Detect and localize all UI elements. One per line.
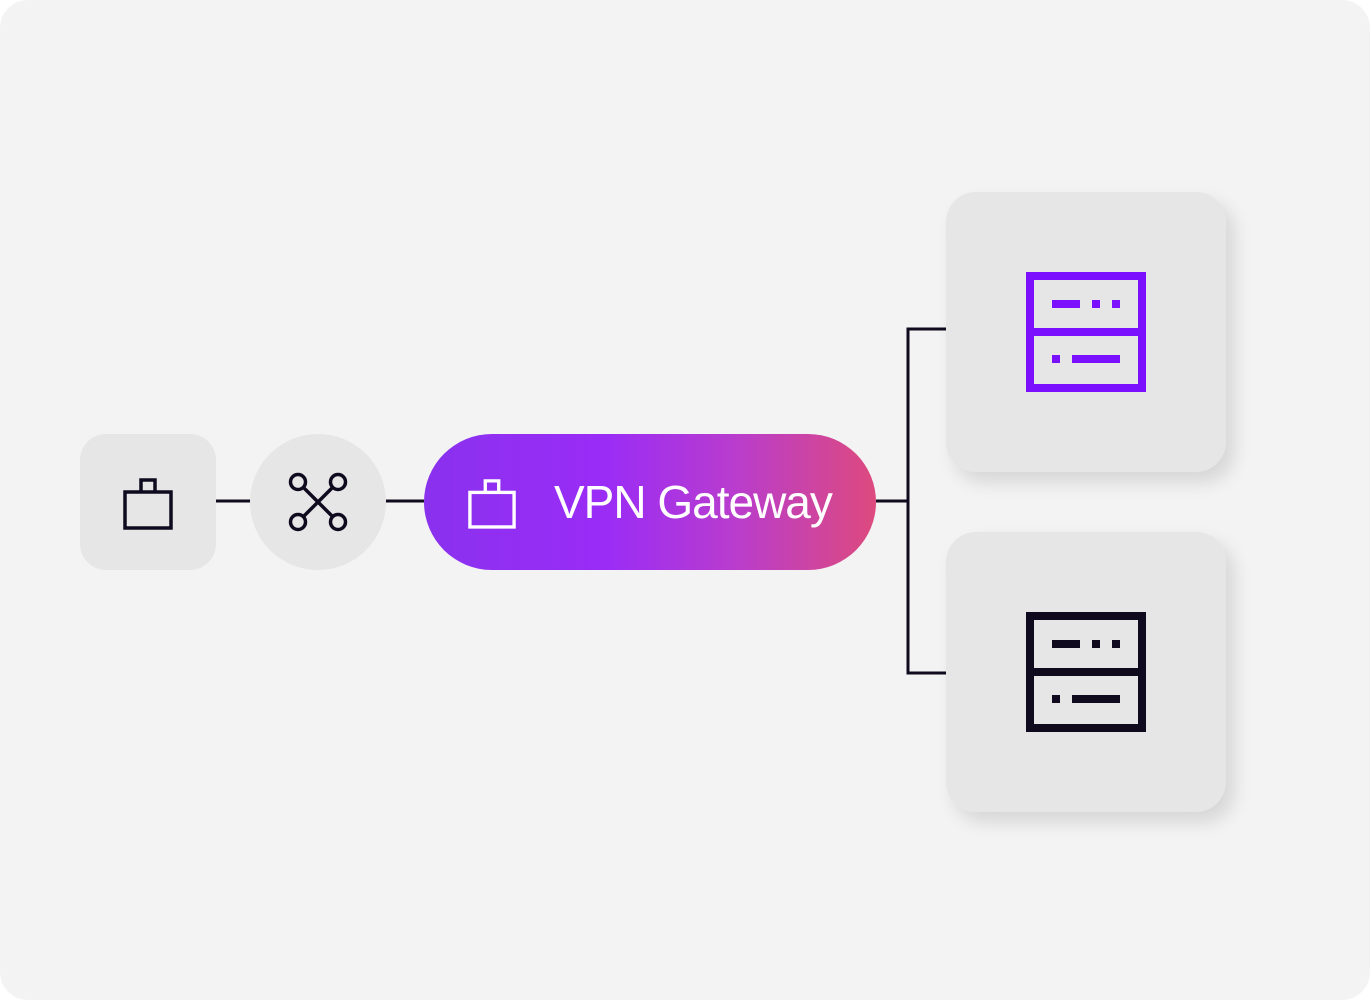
gateway-label: VPN Gateway — [554, 476, 833, 528]
vpn-gateway-node: VPN Gateway — [424, 434, 876, 570]
server-icon — [1026, 272, 1146, 392]
client-lock-node — [80, 434, 216, 570]
lock-icon — [123, 478, 173, 530]
server-icon — [1026, 612, 1146, 732]
network-nodes-icon — [288, 472, 348, 532]
server-node-bottom — [946, 532, 1226, 812]
server-node-top — [946, 192, 1226, 472]
connector-branch — [906, 327, 946, 675]
lock-icon — [468, 479, 516, 529]
network-hub-node — [250, 434, 386, 570]
